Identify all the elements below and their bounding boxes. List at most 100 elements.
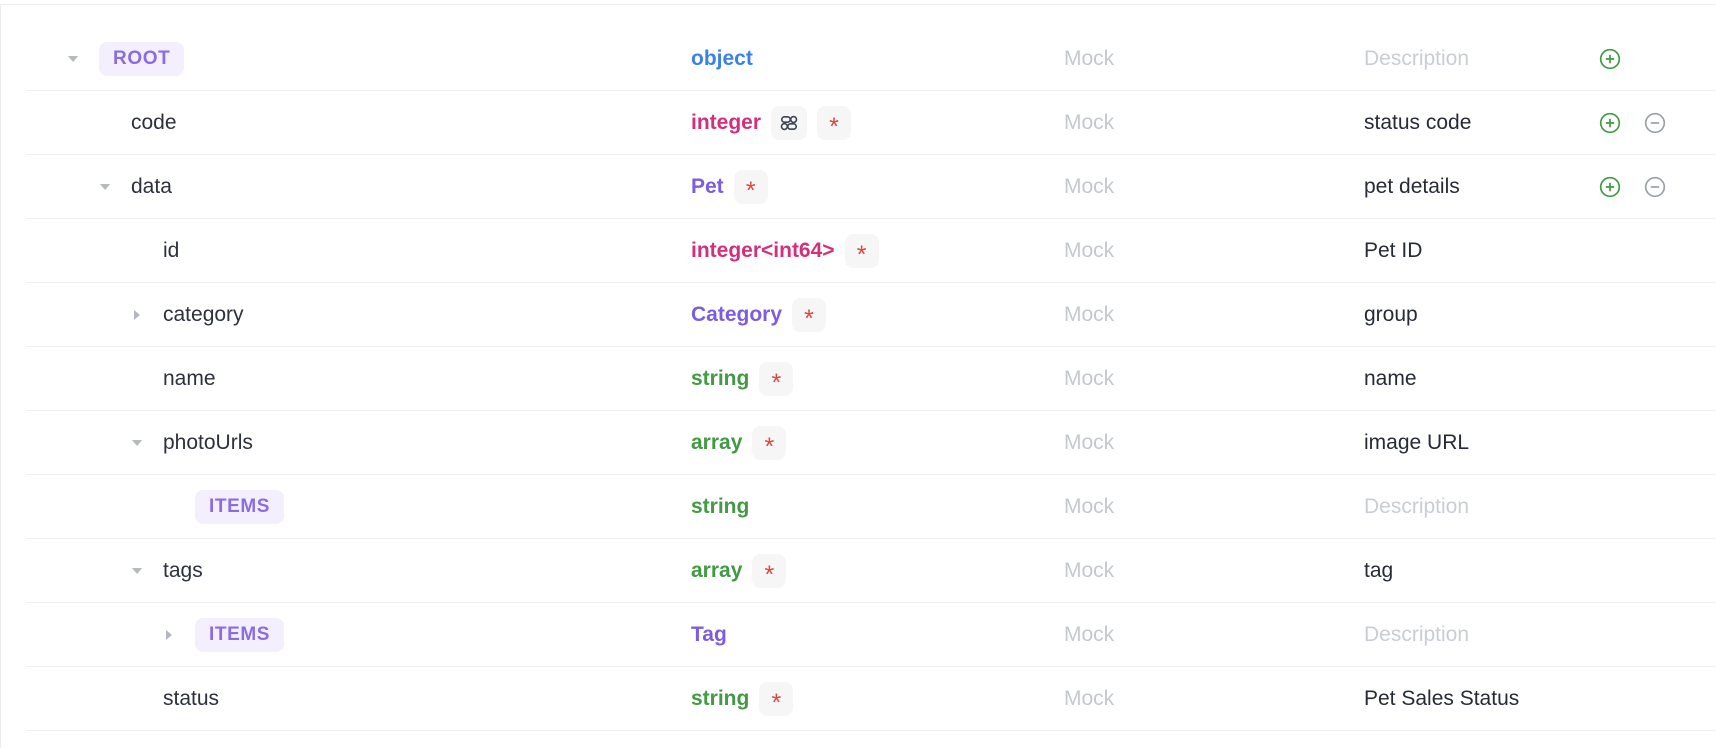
indent-spacer [26, 58, 61, 59]
mock-cell: Mock [1064, 603, 1364, 666]
field-name[interactable]: data [131, 174, 172, 198]
field-type-cell: integer<int64> * [691, 219, 1064, 282]
field-type[interactable]: object [691, 46, 753, 70]
field-type-cell: Pet * [691, 155, 1064, 218]
mock-cell: Mock [1064, 27, 1364, 90]
caret-icon [166, 629, 172, 640]
mock-input[interactable]: Mock [1064, 558, 1115, 582]
description-input[interactable]: group [1364, 302, 1418, 326]
expand-toggle[interactable] [125, 239, 149, 263]
expand-toggle[interactable] [125, 687, 149, 711]
remove-field-button[interactable] [1644, 112, 1666, 134]
mock-input[interactable]: Mock [1064, 622, 1115, 646]
field-type[interactable]: Tag [691, 622, 727, 646]
expand-toggle[interactable] [61, 47, 85, 71]
field-name-cell: photoUrls [26, 411, 691, 474]
field-name[interactable]: ROOT [99, 41, 185, 76]
expand-toggle[interactable] [157, 495, 181, 519]
description-cell: pet details [1364, 155, 1576, 218]
field-name[interactable]: photoUrls [163, 430, 253, 454]
required-asterisk: * [771, 689, 782, 717]
expand-toggle[interactable] [93, 111, 117, 135]
schema-row: ROOT object Mock Description [26, 27, 1716, 91]
field-type-cell: array * [691, 411, 1064, 474]
schema-row: ITEMS Tag Mock Description [26, 603, 1716, 667]
field-name[interactable]: ITEMS [195, 617, 285, 652]
schema-rows: ROOT object Mock Description [1, 5, 1716, 731]
required-asterisk: * [745, 177, 756, 205]
mock-input[interactable]: Mock [1064, 302, 1115, 326]
field-type[interactable]: integer<int64> [691, 238, 835, 262]
field-type[interactable]: string [691, 494, 750, 518]
mock-input[interactable]: Mock [1064, 430, 1115, 454]
field-name[interactable]: status [163, 686, 220, 710]
required-asterisk: * [764, 561, 775, 589]
field-name[interactable]: id [163, 238, 180, 262]
expand-toggle[interactable] [157, 623, 181, 647]
advanced-settings-icon[interactable] [771, 105, 808, 140]
caret-icon [132, 439, 142, 446]
add-field-button[interactable] [1599, 176, 1621, 198]
description-input[interactable]: Pet ID [1364, 238, 1423, 262]
required-indicator: * [844, 233, 879, 269]
mock-cell: Mock [1064, 667, 1364, 730]
description-input[interactable]: pet details [1364, 174, 1460, 198]
row-actions [1576, 219, 1716, 282]
indent-spacer [26, 250, 125, 251]
field-name[interactable]: code [131, 110, 177, 134]
field-type[interactable]: array [691, 430, 743, 454]
field-type[interactable]: Pet [691, 174, 724, 198]
description-input[interactable]: Pet Sales Status [1364, 686, 1520, 710]
description-input[interactable]: Description [1364, 622, 1470, 646]
field-type-cell: string [691, 475, 1064, 538]
mock-input[interactable]: Mock [1064, 110, 1115, 134]
field-type[interactable]: integer [691, 110, 762, 134]
required-indicator: * [752, 425, 787, 461]
row-actions [1576, 347, 1716, 410]
description-input[interactable]: Description [1364, 494, 1470, 518]
mock-input[interactable]: Mock [1064, 174, 1115, 198]
field-type[interactable]: array [691, 558, 743, 582]
mock-input[interactable]: Mock [1064, 366, 1115, 390]
expand-toggle[interactable] [125, 367, 149, 391]
remove-field-button[interactable] [1644, 176, 1666, 198]
mock-input[interactable]: Mock [1064, 238, 1115, 262]
description-cell: group [1364, 283, 1576, 346]
mock-cell: Mock [1064, 475, 1364, 538]
field-name[interactable]: category [163, 302, 244, 326]
description-input[interactable]: image URL [1364, 430, 1470, 454]
field-name[interactable]: tags [163, 558, 203, 582]
required-asterisk: * [856, 241, 867, 269]
description-cell: Pet ID [1364, 219, 1576, 282]
required-indicator: * [792, 297, 827, 333]
expand-toggle[interactable] [125, 431, 149, 455]
field-name-cell: data [26, 155, 691, 218]
add-field-button[interactable] [1599, 48, 1621, 70]
indent-spacer [26, 634, 157, 635]
description-input[interactable]: name [1364, 366, 1417, 390]
description-cell: name [1364, 347, 1576, 410]
mock-input[interactable]: Mock [1064, 494, 1115, 518]
field-name[interactable]: ITEMS [195, 489, 285, 524]
row-actions [1576, 475, 1716, 538]
description-input[interactable]: status code [1364, 110, 1472, 134]
description-cell: Pet Sales Status [1364, 667, 1576, 730]
field-type[interactable]: string [691, 366, 750, 390]
field-type-cell: object [691, 27, 1064, 90]
indent-spacer [26, 442, 125, 443]
field-type[interactable]: string [691, 686, 750, 710]
expand-toggle[interactable] [125, 559, 149, 583]
field-type[interactable]: Category [691, 302, 783, 326]
description-input[interactable]: tag [1364, 558, 1394, 582]
expand-toggle[interactable] [125, 303, 149, 327]
mock-cell: Mock [1064, 155, 1364, 218]
field-name-cell: ITEMS [26, 603, 691, 666]
description-input[interactable]: Description [1364, 46, 1470, 70]
mock-input[interactable]: Mock [1064, 46, 1115, 70]
schema-row: tags array * Mock tag [26, 539, 1716, 603]
add-field-button[interactable] [1599, 112, 1621, 134]
field-name[interactable]: name [163, 366, 216, 390]
required-indicator: * [817, 105, 852, 141]
expand-toggle[interactable] [93, 175, 117, 199]
mock-input[interactable]: Mock [1064, 686, 1115, 710]
